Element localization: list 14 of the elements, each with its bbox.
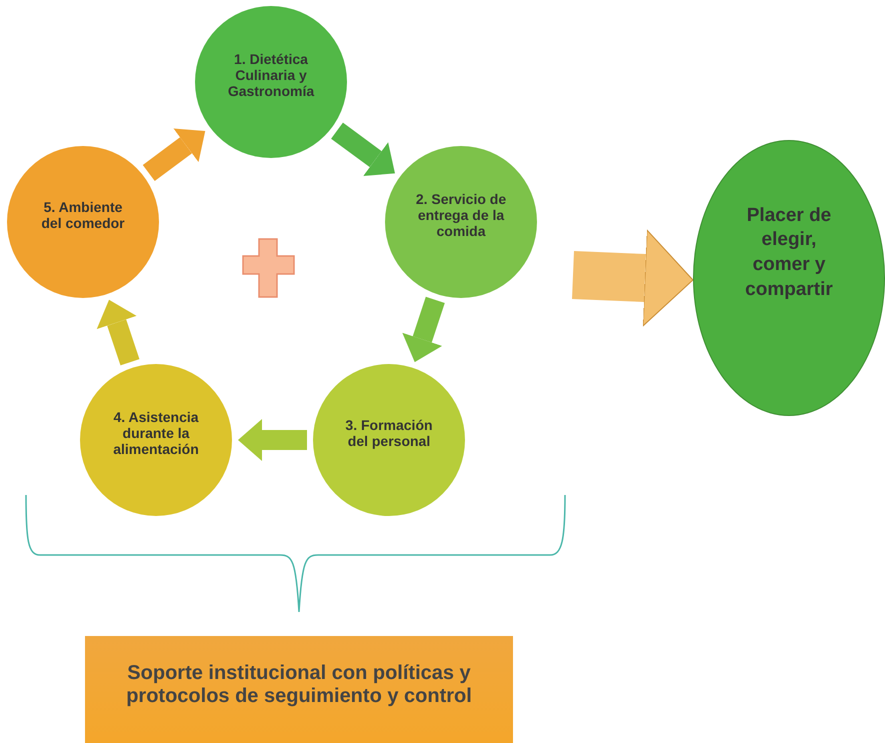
support-box xyxy=(85,636,513,743)
arrow xyxy=(402,296,445,362)
node-label: 5. Ambiente del comedor xyxy=(40,198,126,232)
block-arrow xyxy=(572,230,694,326)
arrow xyxy=(96,300,140,366)
support-text: Soporte institucional con políticas y protocolos de seguimiento y control xyxy=(125,662,473,708)
arrow xyxy=(238,419,307,461)
node-label: Placer de elegir, comer y compartir xyxy=(744,204,834,302)
node-label: 1. Dietética Culinaria y Gastronomía xyxy=(226,50,316,100)
arrow xyxy=(142,128,206,182)
node-label: 3. Formación del personal xyxy=(344,416,434,450)
node-label: 2. Servicio de entrega de la comida xyxy=(414,190,508,240)
arrow xyxy=(331,122,395,176)
node-label: 4. Asistencia durante la alimentación xyxy=(112,408,200,458)
